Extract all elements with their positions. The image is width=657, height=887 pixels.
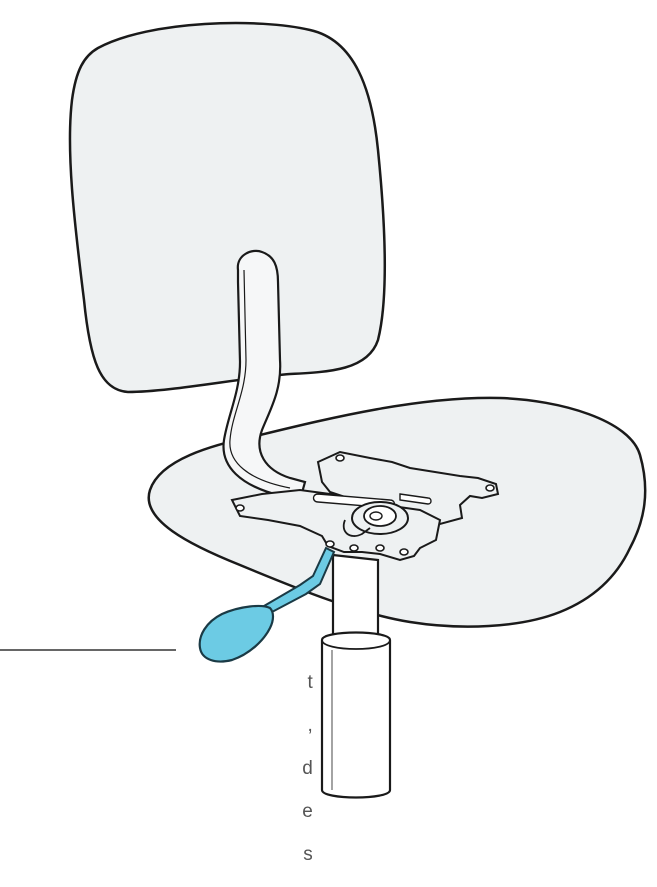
callout-text: t , d e s: [113, 650, 313, 887]
screw-hole: [399, 548, 409, 556]
gas-lift-sleeve: [320, 631, 392, 799]
callout-line-2: ,: [307, 714, 313, 736]
mechanism-slot: [399, 493, 432, 505]
gas-lift-sleeve-rim: [321, 639, 391, 650]
gas-lift-upper: [331, 553, 380, 646]
lever-handle: [198, 604, 275, 663]
callout-line-5: s: [303, 843, 313, 865]
callout-line-4: e: [302, 800, 313, 822]
backrest: [68, 21, 386, 394]
screw-hole: [235, 504, 245, 512]
height-adjustment-lever: [198, 546, 336, 663]
chair-illustration: [0, 21, 647, 799]
diagram-canvas: t , d e s: [0, 21, 647, 865]
back-support-bar: [222, 249, 307, 502]
screw-hole: [325, 540, 335, 548]
mechanism-lever-arm: [342, 519, 371, 537]
gas-lift-valve: [369, 511, 383, 521]
screw-hole: [349, 544, 359, 552]
screw-hole: [335, 454, 345, 462]
callout-line-1: t: [307, 671, 313, 693]
screw-hole: [485, 484, 495, 492]
back-support-bar-inner-line: [229, 269, 291, 489]
gas-lift-column: [320, 553, 392, 799]
callout-line-3: d: [302, 757, 313, 779]
screw-hole: [375, 544, 385, 552]
seat-mechanism: [230, 450, 500, 562]
